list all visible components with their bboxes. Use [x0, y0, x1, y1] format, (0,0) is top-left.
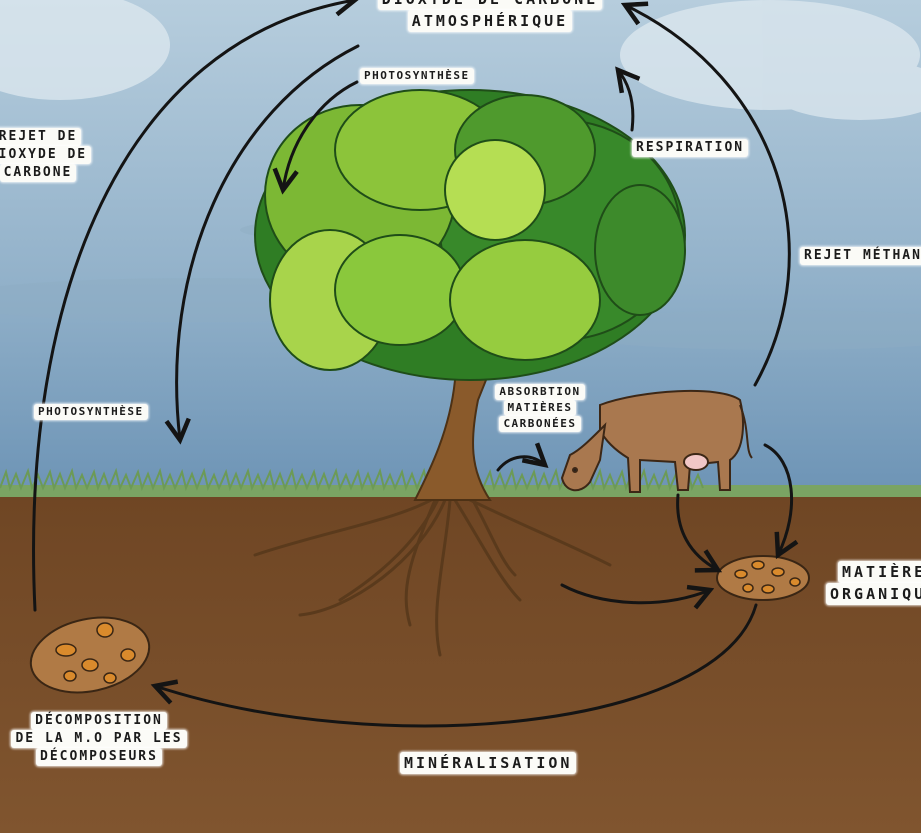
arrow-cow-to-matiere-2	[763, 443, 792, 555]
label-absorption-line2: MATIÈRES	[503, 400, 577, 416]
organic-matter-right	[716, 555, 810, 601]
organic-matter-left	[29, 616, 151, 694]
label-absorption-line1: ABSORBTION	[495, 384, 585, 400]
label-respiration-text: RESPIRATION	[632, 139, 749, 157]
arrow-photosynthese-left	[177, 44, 360, 440]
label-photosynthese-top: PHOTOSYNTHÈSE	[360, 68, 474, 84]
label-rejet-methane-text: REJET MÉTHANE	[800, 247, 921, 265]
label-matiere-line2: ORGANIQUE	[826, 583, 921, 605]
arrow-respiration	[618, 70, 633, 132]
label-rejet-co2: REJET DE DIOXYDE DE CARBONE	[0, 128, 98, 182]
label-decomposition: DÉCOMPOSITION DE LA M.O PAR LES DÉCOMPOS…	[4, 712, 194, 766]
label-photosynthese-top-text: PHOTOSYNTHÈSE	[360, 68, 474, 84]
tree-canopy	[254, 89, 686, 381]
label-photosynthese-left: PHOTOSYNTHÈSE	[34, 404, 148, 420]
label-absorption: ABSORBTION MATIÈRES CARBONÉES	[488, 384, 592, 432]
label-mineralisation-text: MINÉRALISATION	[400, 752, 577, 774]
label-mineralisation: MINÉRALISATION	[400, 752, 577, 774]
soil	[0, 495, 921, 833]
cow	[560, 389, 753, 493]
label-co2-line2: ATMOSPHÉRIQUE	[407, 10, 573, 32]
arrow-absorption	[496, 457, 545, 472]
label-absorption-line3: CARBONÉES	[499, 416, 581, 432]
clouds	[0, 0, 921, 120]
arrows	[32, 0, 792, 728]
arrow-cow-to-matiere-1	[676, 493, 718, 570]
label-co2-line1: DIOXYDE DE CARBONE	[377, 0, 603, 10]
label-matiere-organique: MATIÈRE ORGANIQUE	[826, 561, 921, 605]
arrow-rejet-co2	[32, 0, 355, 612]
arrow-roots-to-matiere	[560, 583, 710, 603]
arrow-mineralisation	[155, 603, 758, 728]
arrow-rejet-methane	[625, 5, 791, 387]
label-rejet-co2-line1: REJET DE	[0, 128, 82, 146]
label-rejet-co2-line3: CARBONE	[0, 164, 77, 182]
label-photosynthese-left-text: PHOTOSYNTHÈSE	[34, 404, 148, 420]
label-decomposition-line1: DÉCOMPOSITION	[31, 712, 167, 730]
label-co2-atmospheric: DIOXYDE DE CARBONE ATMOSPHÉRIQUE	[370, 0, 610, 32]
label-decomposition-line3: DÉCOMPOSEURS	[36, 748, 162, 766]
label-decomposition-line2: DE LA M.O PAR LES	[11, 730, 187, 748]
label-rejet-co2-line2: DIOXYDE DE	[0, 146, 92, 164]
label-rejet-methane: REJET MÉTHANE	[800, 247, 921, 265]
tree-roots	[253, 493, 612, 657]
arrow-photosynthese-top	[283, 80, 359, 190]
label-respiration: RESPIRATION	[632, 139, 749, 157]
label-matiere-line1: MATIÈRE	[838, 561, 921, 583]
